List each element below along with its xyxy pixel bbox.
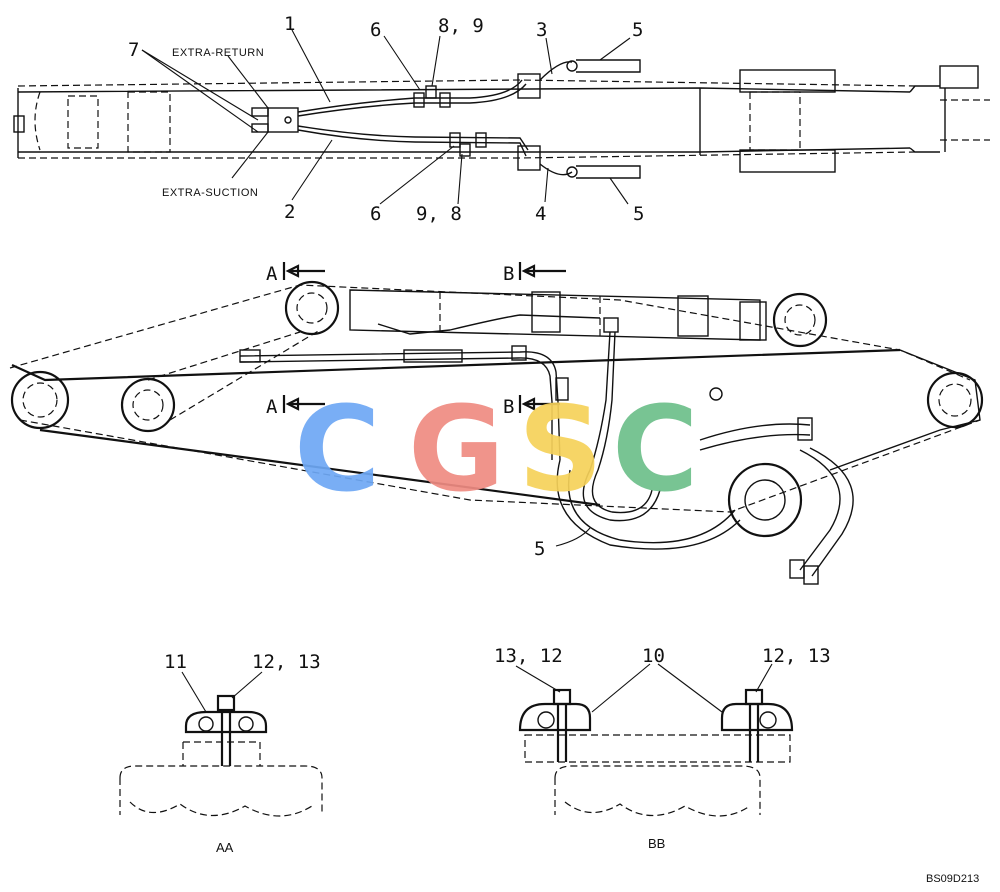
aa-callout-12-13: 12, 13 [252, 651, 321, 673]
arm-top-view [13, 65, 990, 173]
callout-5-side: 5 [534, 538, 545, 560]
callout-3: 3 [536, 19, 547, 41]
section-aa [119, 671, 323, 817]
labels: EXTRA-RETURN EXTRA-SUCTION 1 2 3 4 5 5 5… [128, 13, 979, 885]
callout-9-8: 9, 8 [416, 203, 462, 225]
callout-4: 4 [535, 203, 546, 225]
hose-routing-top [251, 59, 641, 179]
section-label-b-bottom: B [503, 396, 514, 418]
label-extra-suction: EXTRA-SUCTION [162, 187, 258, 199]
section-label-b-top: B [503, 263, 514, 285]
bb-callout-10: 10 [642, 645, 665, 667]
section-arrows [282, 262, 566, 413]
drawing-code: BS09D213 [926, 873, 979, 885]
watermark-letter-c2: C [612, 380, 699, 518]
watermark: C G S C [294, 380, 699, 518]
bb-callout-13-12: 13, 12 [494, 645, 563, 667]
callout-7: 7 [128, 39, 139, 61]
section-label-a-top: A [266, 263, 278, 285]
callout-1: 1 [284, 13, 295, 35]
arm-side-view [9, 280, 984, 585]
section-label-a-bottom: A [266, 396, 278, 418]
watermark-letter-s: S [518, 380, 603, 518]
view-label-bb: BB [648, 836, 665, 851]
view-label-aa: AA [216, 840, 234, 855]
callout-6-bottom: 6 [370, 203, 381, 225]
callout-8-9: 8, 9 [438, 15, 484, 37]
leaders-top [141, 29, 631, 205]
callout-5-top: 5 [632, 19, 643, 41]
callout-5-bottom: 5 [633, 203, 644, 225]
bb-callout-12-13: 12, 13 [762, 645, 831, 667]
callout-2: 2 [284, 201, 295, 223]
aa-callout-11: 11 [164, 651, 187, 673]
section-bb [515, 663, 794, 817]
watermark-letter-g: G [408, 380, 505, 518]
watermark-letter-c: C [294, 380, 381, 518]
label-extra-return: EXTRA-RETURN [172, 47, 264, 59]
callout-6-top: 6 [370, 19, 381, 41]
